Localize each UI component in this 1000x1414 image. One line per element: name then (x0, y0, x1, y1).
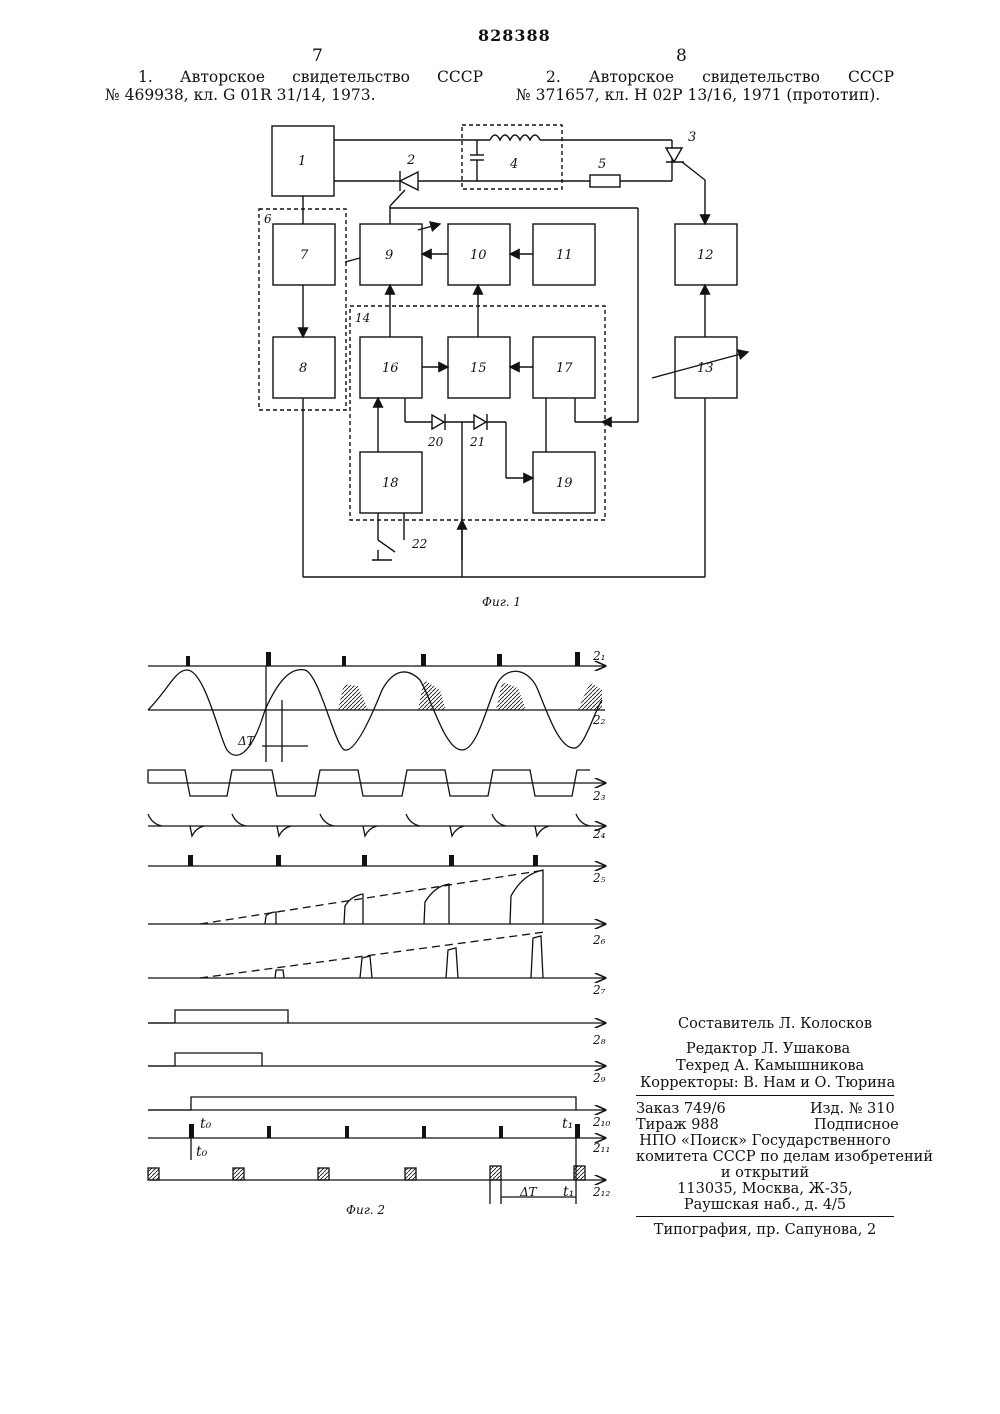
printer: Типография, пр. Сапунова, 2 (636, 1222, 894, 1239)
compiler: Составитель Л. Колосков (678, 1016, 872, 1033)
label-2-4: 2₄ (592, 827, 606, 841)
delta-t-label-2: ΔT (519, 1185, 538, 1199)
publisher-line-2: комитета СССР по делам изобретений (636, 1149, 894, 1166)
address-line-1: 113035, Москва, Ж-35, (636, 1181, 894, 1198)
delta-t-label-1: ΔT (237, 734, 256, 748)
label-2-11: 2₁₁ (592, 1141, 610, 1155)
label-2-2: 2₂ (592, 713, 606, 727)
publisher-line-1: НПО «Поиск» Государственного (636, 1133, 894, 1150)
subscription: Подписное (814, 1117, 899, 1134)
label-2-1: 2₁ (592, 649, 605, 663)
colophon-rule-top (636, 1095, 894, 1096)
publisher-line-3: и открытий (636, 1165, 894, 1182)
correctors: Корректоры: В. Нам и О. Тюрина (640, 1075, 895, 1092)
t0-label-1: t₀ (200, 1116, 212, 1132)
edition: Изд. № 310 (810, 1101, 895, 1118)
colophon-rule-bottom (636, 1216, 894, 1217)
label-2-3: 2₃ (592, 789, 606, 803)
label-2-8: 2₈ (592, 1033, 606, 1047)
address-line-2: Раушская наб., д. 4/5 (636, 1197, 894, 1214)
label-2-10: 2₁₀ (592, 1115, 610, 1129)
t1-label-1: t₁ (562, 1116, 573, 1132)
order: Заказ 749/6 (636, 1101, 726, 1118)
label-2-7: 2₇ (592, 983, 606, 997)
t0-label-2: t₀ (196, 1144, 208, 1160)
label-2-5: 2₅ (592, 871, 606, 885)
label-2-12: 2₁₂ (592, 1185, 610, 1199)
label-2-9: 2₉ (592, 1071, 606, 1085)
label-2-6: 2₆ (592, 933, 606, 947)
editor: Редактор Л. Ушакова (686, 1041, 850, 1058)
t1-label-2: t₁ (563, 1184, 574, 1200)
technical-editor: Техред А. Камышникова (676, 1058, 864, 1075)
figure-2-caption: Фиг. 2 (346, 1203, 385, 1217)
circulation: Тираж 988 (636, 1117, 719, 1134)
